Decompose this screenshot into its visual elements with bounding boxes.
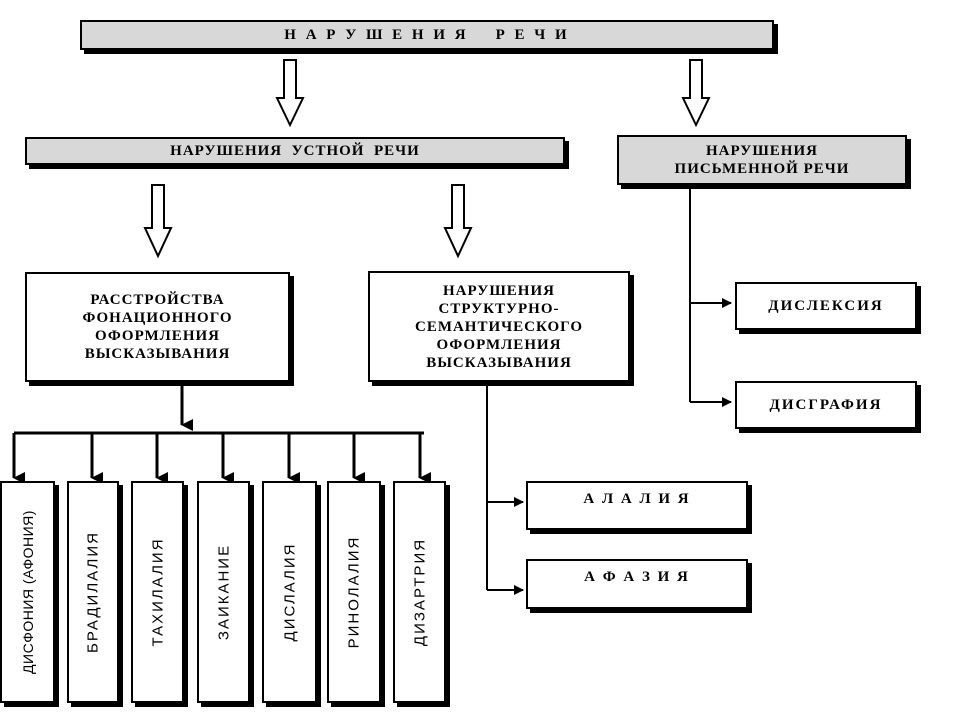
root-node: Н А Р У Ш Е Н И Я Р Е Ч И <box>80 20 774 50</box>
oral-speech-node: НАРУШЕНИЯ УСТНОЙ РЕЧИ <box>25 137 565 165</box>
hollow-arrow-root-to-written <box>681 59 711 128</box>
phonation-line-1: РАССТРОЙСТВА <box>90 292 225 308</box>
dysphonia-node: ДИСФОНИЯ (АФОНИЯ) <box>0 481 55 703</box>
dysarthria-label: ДИЗАРТРИЯ <box>411 537 428 647</box>
phonation-line-4: ВЫСКАЗЫВАНИЯ <box>84 346 231 362</box>
stuttering-node: ЗАИКАНИЕ <box>197 481 250 703</box>
rhinolalia-node: РИНОЛАЛИЯ <box>327 481 381 703</box>
written-line-2: ПИСЬМЕННОЙ РЕЧИ <box>674 161 850 177</box>
dyslalia-node: ДИСЛАЛИЯ <box>262 481 317 703</box>
afazia-node: А Ф А З И Я <box>526 559 748 609</box>
dyslexia-label: ДИСЛЕКСИЯ <box>768 297 884 314</box>
hollow-arrow-oral-to-structural <box>443 184 473 259</box>
phonation-line-2: ФОНАЦИОННОГО <box>82 310 233 326</box>
structural-line-2: СТРУКТУРНО- <box>438 300 560 317</box>
afazia-label: А Ф А З И Я <box>584 569 690 585</box>
tachylalia-node: ТАХИЛАЛИЯ <box>131 481 184 703</box>
tachylalia-label: ТАХИЛАЛИЯ <box>149 537 166 647</box>
structural-line-4: ОФОРМЛЕНИЯ <box>436 336 562 353</box>
dysgraphia-label: ДИСГРАФИЯ <box>769 396 883 413</box>
structural-node: НАРУШЕНИЯ СТРУКТУРНО- СЕМАНТИЧЕСКОГО ОФО… <box>368 271 630 382</box>
stuttering-label: ЗАИКАНИЕ <box>215 543 232 641</box>
root-title: Н А Р У Ш Е Н И Я Р Е Ч И <box>284 26 570 43</box>
alalia-node: А Л А Л И Я <box>526 481 748 530</box>
written-line-1: НАРУШЕНИЯ <box>706 143 818 159</box>
oral-speech-title: НАРУШЕНИЯ УСТНОЙ РЕЧИ <box>170 142 420 159</box>
phonation-node: РАССТРОЙСТВА ФОНАЦИОННОГО ОФОРМЛЕНИЯ ВЫС… <box>25 272 290 382</box>
dyslexia-node: ДИСЛЕКСИЯ <box>735 282 917 330</box>
alalia-label: А Л А Л И Я <box>583 491 691 507</box>
bradylalia-label: БРАДИЛАЛИЯ <box>84 531 102 653</box>
hollow-arrow-root-to-oral <box>275 59 305 128</box>
structural-line-3: СЕМАНТИЧЕСКОГО <box>414 318 584 335</box>
bradylalia-node: БРАДИЛАЛИЯ <box>67 481 119 703</box>
dysphonia-label: ДИСФОНИЯ (АФОНИЯ) <box>19 510 36 674</box>
rhinolalia-label: РИНОЛАЛИЯ <box>345 535 363 649</box>
structural-line-5: ВЫСКАЗЫВАНИЯ <box>426 354 572 371</box>
dysgraphia-node: ДИСГРАФИЯ <box>735 381 917 429</box>
dysarthria-node: ДИЗАРТРИЯ <box>393 481 446 703</box>
structural-line-1: НАРУШЕНИЯ <box>443 282 555 299</box>
dyslalia-label: ДИСЛАЛИЯ <box>281 542 298 642</box>
hollow-arrow-oral-to-phonation <box>143 184 173 259</box>
written-speech-node: НАРУШЕНИЯ ПИСЬМЕННОЙ РЕЧИ <box>617 135 907 185</box>
phonation-line-3: ОФОРМЛЕНИЯ <box>95 328 220 344</box>
